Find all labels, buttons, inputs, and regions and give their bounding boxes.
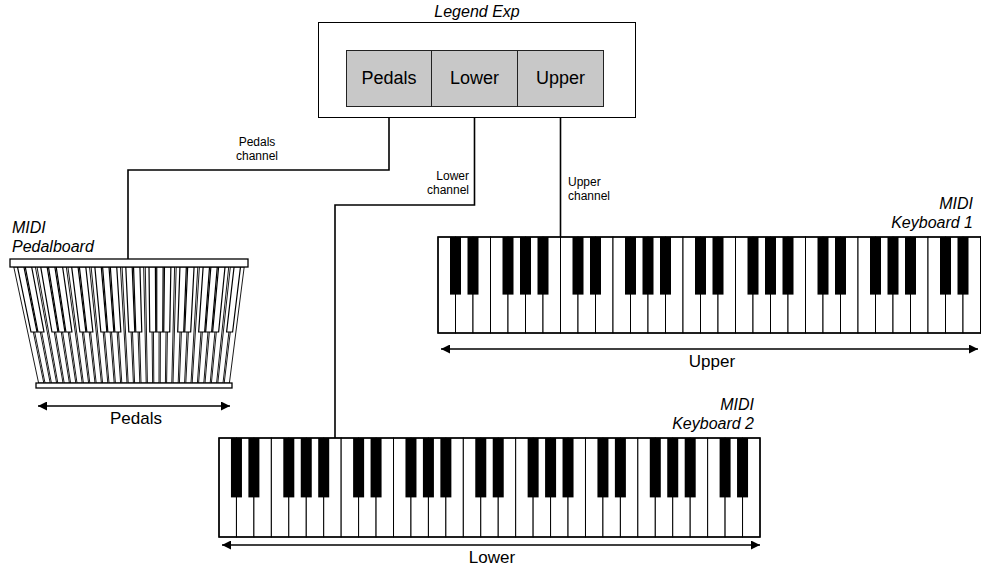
black-key bbox=[405, 438, 416, 497]
black-key bbox=[573, 237, 584, 295]
black-key bbox=[660, 237, 671, 295]
channel-label: Lower channel bbox=[408, 170, 470, 198]
black-key bbox=[783, 237, 794, 295]
sharp-pedal bbox=[227, 267, 241, 332]
pedalboard-base bbox=[36, 383, 232, 388]
black-key bbox=[870, 237, 881, 295]
black-key bbox=[597, 438, 608, 497]
black-key bbox=[643, 237, 654, 295]
pedalboard-illustration bbox=[10, 259, 248, 388]
black-key bbox=[590, 237, 601, 295]
sharp-pedal bbox=[25, 267, 44, 332]
black-key bbox=[440, 438, 451, 497]
black-key bbox=[940, 237, 951, 295]
black-key bbox=[685, 438, 696, 497]
black-key bbox=[528, 438, 539, 497]
black-key bbox=[503, 237, 514, 295]
black-key bbox=[737, 438, 748, 497]
black-key bbox=[720, 438, 731, 497]
black-key bbox=[450, 237, 461, 295]
black-key bbox=[888, 237, 899, 295]
black-key bbox=[545, 438, 556, 497]
section-name: Upper bbox=[536, 68, 585, 89]
section-box: Upper bbox=[517, 50, 604, 107]
keyboard-illustration bbox=[438, 237, 981, 333]
section-name: Lower bbox=[450, 68, 499, 89]
span-label: Pedals bbox=[74, 410, 198, 427]
section-name: Pedals bbox=[361, 68, 416, 89]
device-name: MIDI Keyboard 1 bbox=[873, 195, 973, 232]
connector bbox=[128, 107, 389, 259]
black-key bbox=[958, 237, 969, 295]
section-box: Pedals bbox=[346, 50, 432, 107]
sharp-pedal bbox=[79, 267, 92, 332]
keyboard-frame bbox=[219, 438, 760, 537]
channel-label: Upper channel bbox=[567, 176, 631, 204]
device-name: MIDI Pedalboard bbox=[12, 219, 102, 256]
sharp-pedal bbox=[56, 267, 72, 332]
sharp-pedal bbox=[164, 267, 171, 332]
keyboard-device: MIDI Keyboard 1 bbox=[438, 237, 981, 333]
keyboard-device: MIDI Keyboard 2 bbox=[219, 438, 760, 537]
black-key bbox=[248, 438, 259, 497]
device-name: MIDI Keyboard 2 bbox=[654, 396, 754, 433]
black-key bbox=[283, 438, 294, 497]
sharp-pedal bbox=[149, 267, 156, 332]
black-key bbox=[475, 438, 486, 497]
black-key bbox=[905, 237, 916, 295]
black-key bbox=[231, 438, 242, 497]
sharp-pedal bbox=[134, 267, 142, 332]
connector bbox=[560, 107, 562, 237]
connector bbox=[335, 107, 475, 438]
black-key bbox=[538, 237, 549, 295]
span-label: Lower bbox=[430, 549, 554, 566]
black-key bbox=[371, 438, 382, 497]
black-key bbox=[615, 438, 626, 497]
pedal bbox=[224, 267, 244, 383]
black-key bbox=[318, 438, 329, 497]
black-key bbox=[301, 438, 312, 497]
dimension-arrow bbox=[38, 405, 230, 407]
black-key bbox=[493, 438, 504, 497]
black-key bbox=[520, 237, 531, 295]
keyboard-illustration bbox=[219, 438, 760, 537]
black-key bbox=[667, 438, 678, 497]
sharp-pedal bbox=[213, 267, 225, 332]
dimension-arrow bbox=[222, 544, 760, 546]
sharp-pedal bbox=[110, 267, 120, 332]
pedalboard-rail bbox=[10, 259, 248, 267]
black-key bbox=[765, 237, 776, 295]
black-key bbox=[650, 438, 661, 497]
black-key bbox=[353, 438, 364, 497]
sharp-pedal bbox=[185, 267, 194, 332]
device-name: Legend Exp bbox=[319, 3, 635, 21]
black-key bbox=[835, 237, 846, 295]
device-box: PedalsLowerUpperLegend Exp bbox=[318, 22, 636, 118]
black-key bbox=[713, 237, 724, 295]
pedalboard-device: MIDI Pedalboard bbox=[10, 259, 248, 388]
keyboard-frame bbox=[438, 237, 981, 333]
black-key bbox=[748, 237, 759, 295]
sharp-pedal bbox=[157, 267, 163, 332]
black-key bbox=[818, 237, 829, 295]
black-key bbox=[563, 438, 574, 497]
black-key bbox=[468, 237, 479, 295]
dimension-arrow bbox=[441, 348, 978, 350]
black-key bbox=[695, 237, 706, 295]
span-label: Upper bbox=[650, 353, 774, 370]
section-box: Lower bbox=[431, 50, 518, 107]
black-key bbox=[625, 237, 636, 295]
channel-label: Pedals channel bbox=[226, 136, 288, 164]
pedal bbox=[14, 267, 44, 383]
black-key bbox=[423, 438, 434, 497]
